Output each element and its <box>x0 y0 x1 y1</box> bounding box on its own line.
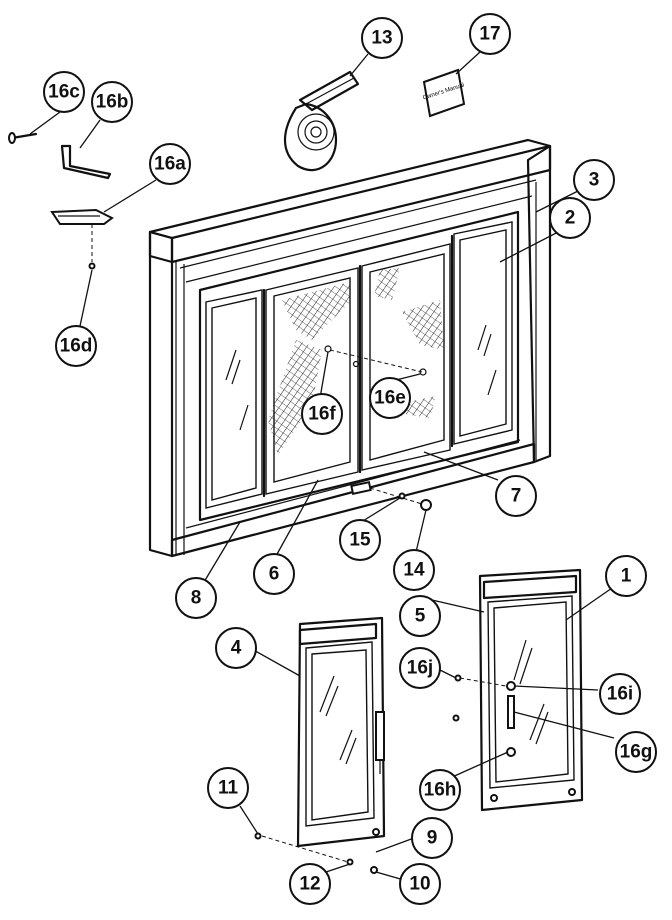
screen-roll-part <box>284 70 360 172</box>
callout-16b: 16b <box>91 81 133 123</box>
svg-text:16c: 16c <box>48 82 80 103</box>
door-1-part <box>452 568 584 812</box>
svg-text:10: 10 <box>409 874 430 895</box>
callout-14: 14 <box>393 549 435 591</box>
callout-13: 13 <box>361 17 403 59</box>
mounting-hardware <box>8 132 114 270</box>
callout-17: 17 <box>469 13 511 55</box>
callout-1: 1 <box>605 555 647 597</box>
svg-text:16e: 16e <box>374 388 406 409</box>
svg-text:8: 8 <box>191 588 202 609</box>
svg-text:16i: 16i <box>607 684 633 705</box>
svg-text:14: 14 <box>403 560 425 581</box>
callout-2: 2 <box>549 197 591 239</box>
svg-text:16a: 16a <box>154 154 186 175</box>
callout-11: 11 <box>207 767 249 809</box>
svg-text:15: 15 <box>349 530 371 551</box>
callout-5: 5 <box>399 595 441 637</box>
svg-text:3: 3 <box>589 170 600 191</box>
callout-16e: 16e <box>369 377 411 419</box>
callout-16d: 16d <box>55 325 97 367</box>
callout-3: 3 <box>573 159 615 201</box>
svg-text:9: 9 <box>427 828 438 849</box>
callout-16i: 16i <box>599 673 641 715</box>
callout-16h: 16h <box>419 769 461 811</box>
svg-text:16f: 16f <box>308 404 336 425</box>
svg-text:16d: 16d <box>60 336 93 357</box>
callout-10: 10 <box>399 863 441 905</box>
svg-text:2: 2 <box>565 208 576 229</box>
callout-9: 9 <box>411 817 453 859</box>
svg-text:12: 12 <box>299 874 320 895</box>
callout-4: 4 <box>215 627 257 669</box>
svg-text:16h: 16h <box>424 780 457 801</box>
svg-text:5: 5 <box>415 606 426 627</box>
callout-16f: 16f <box>301 393 343 435</box>
fireplace-frame <box>148 138 552 558</box>
leader-lines <box>29 51 615 881</box>
owners-manual-part: Owner's Manual <box>422 68 465 118</box>
callout-16a: 16a <box>149 143 191 185</box>
svg-text:16j: 16j <box>407 658 433 679</box>
callout-6: 6 <box>253 553 295 595</box>
svg-text:16g: 16g <box>620 742 653 763</box>
callout-16g: 16g <box>615 731 657 773</box>
callout-7: 7 <box>495 475 537 517</box>
callout-8: 8 <box>175 577 217 619</box>
callout-15: 15 <box>339 519 381 561</box>
svg-text:16b: 16b <box>96 92 129 113</box>
callout-12: 12 <box>289 863 331 905</box>
svg-text:6: 6 <box>269 564 280 585</box>
callout-16c: 16c <box>43 71 85 113</box>
svg-text:7: 7 <box>511 486 522 507</box>
svg-text:4: 4 <box>231 638 242 659</box>
callout-16j: 16j <box>399 647 441 689</box>
svg-text:1: 1 <box>621 566 632 587</box>
svg-text:17: 17 <box>479 24 500 45</box>
svg-text:11: 11 <box>218 778 239 799</box>
door-4-part <box>254 616 386 874</box>
svg-text:13: 13 <box>371 28 392 49</box>
